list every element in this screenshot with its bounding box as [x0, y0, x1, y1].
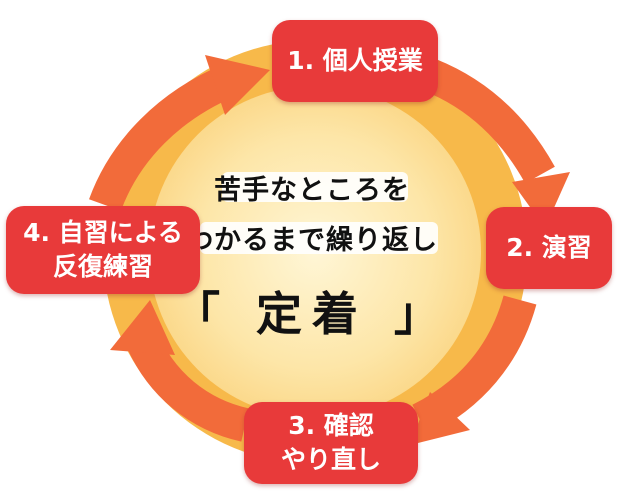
fixation-label: 「 定着 」	[173, 287, 451, 341]
step-self-study-repetition: 4. 自習による 反復練習	[6, 206, 200, 294]
step-2-label: 2. 演習	[506, 233, 592, 262]
step-1-label: 1. 個人授業	[287, 46, 423, 75]
step-3-label-line-1: 3. 確認	[288, 411, 374, 440]
step-4-label-line-1: 4. 自習による	[23, 218, 183, 247]
step-individual-lesson: 1. 個人授業	[272, 20, 438, 102]
step-3-label-line-2: やり直し	[280, 445, 381, 474]
arrow-4-to-1-head	[205, 55, 270, 115]
text-highlight-2	[200, 222, 438, 254]
step-check-redo: 3. 確認 やり直し	[244, 402, 418, 484]
text-highlight-1	[222, 172, 408, 202]
arrow-3-to-4-head	[110, 300, 175, 355]
center-text-line-1: 苦手なところを	[214, 175, 410, 206]
arrow-2-to-3-tip	[410, 392, 470, 445]
center-text-line-2: わかるまで繰り返し	[186, 225, 438, 256]
arrow-1-to-2	[423, 59, 555, 184]
step-4-label-line-2: 反復練習	[52, 252, 153, 281]
arrow-1-to-2-head	[512, 172, 570, 228]
arrow-4-to-1	[89, 64, 237, 212]
step-exercise: 2. 演習	[486, 207, 612, 289]
